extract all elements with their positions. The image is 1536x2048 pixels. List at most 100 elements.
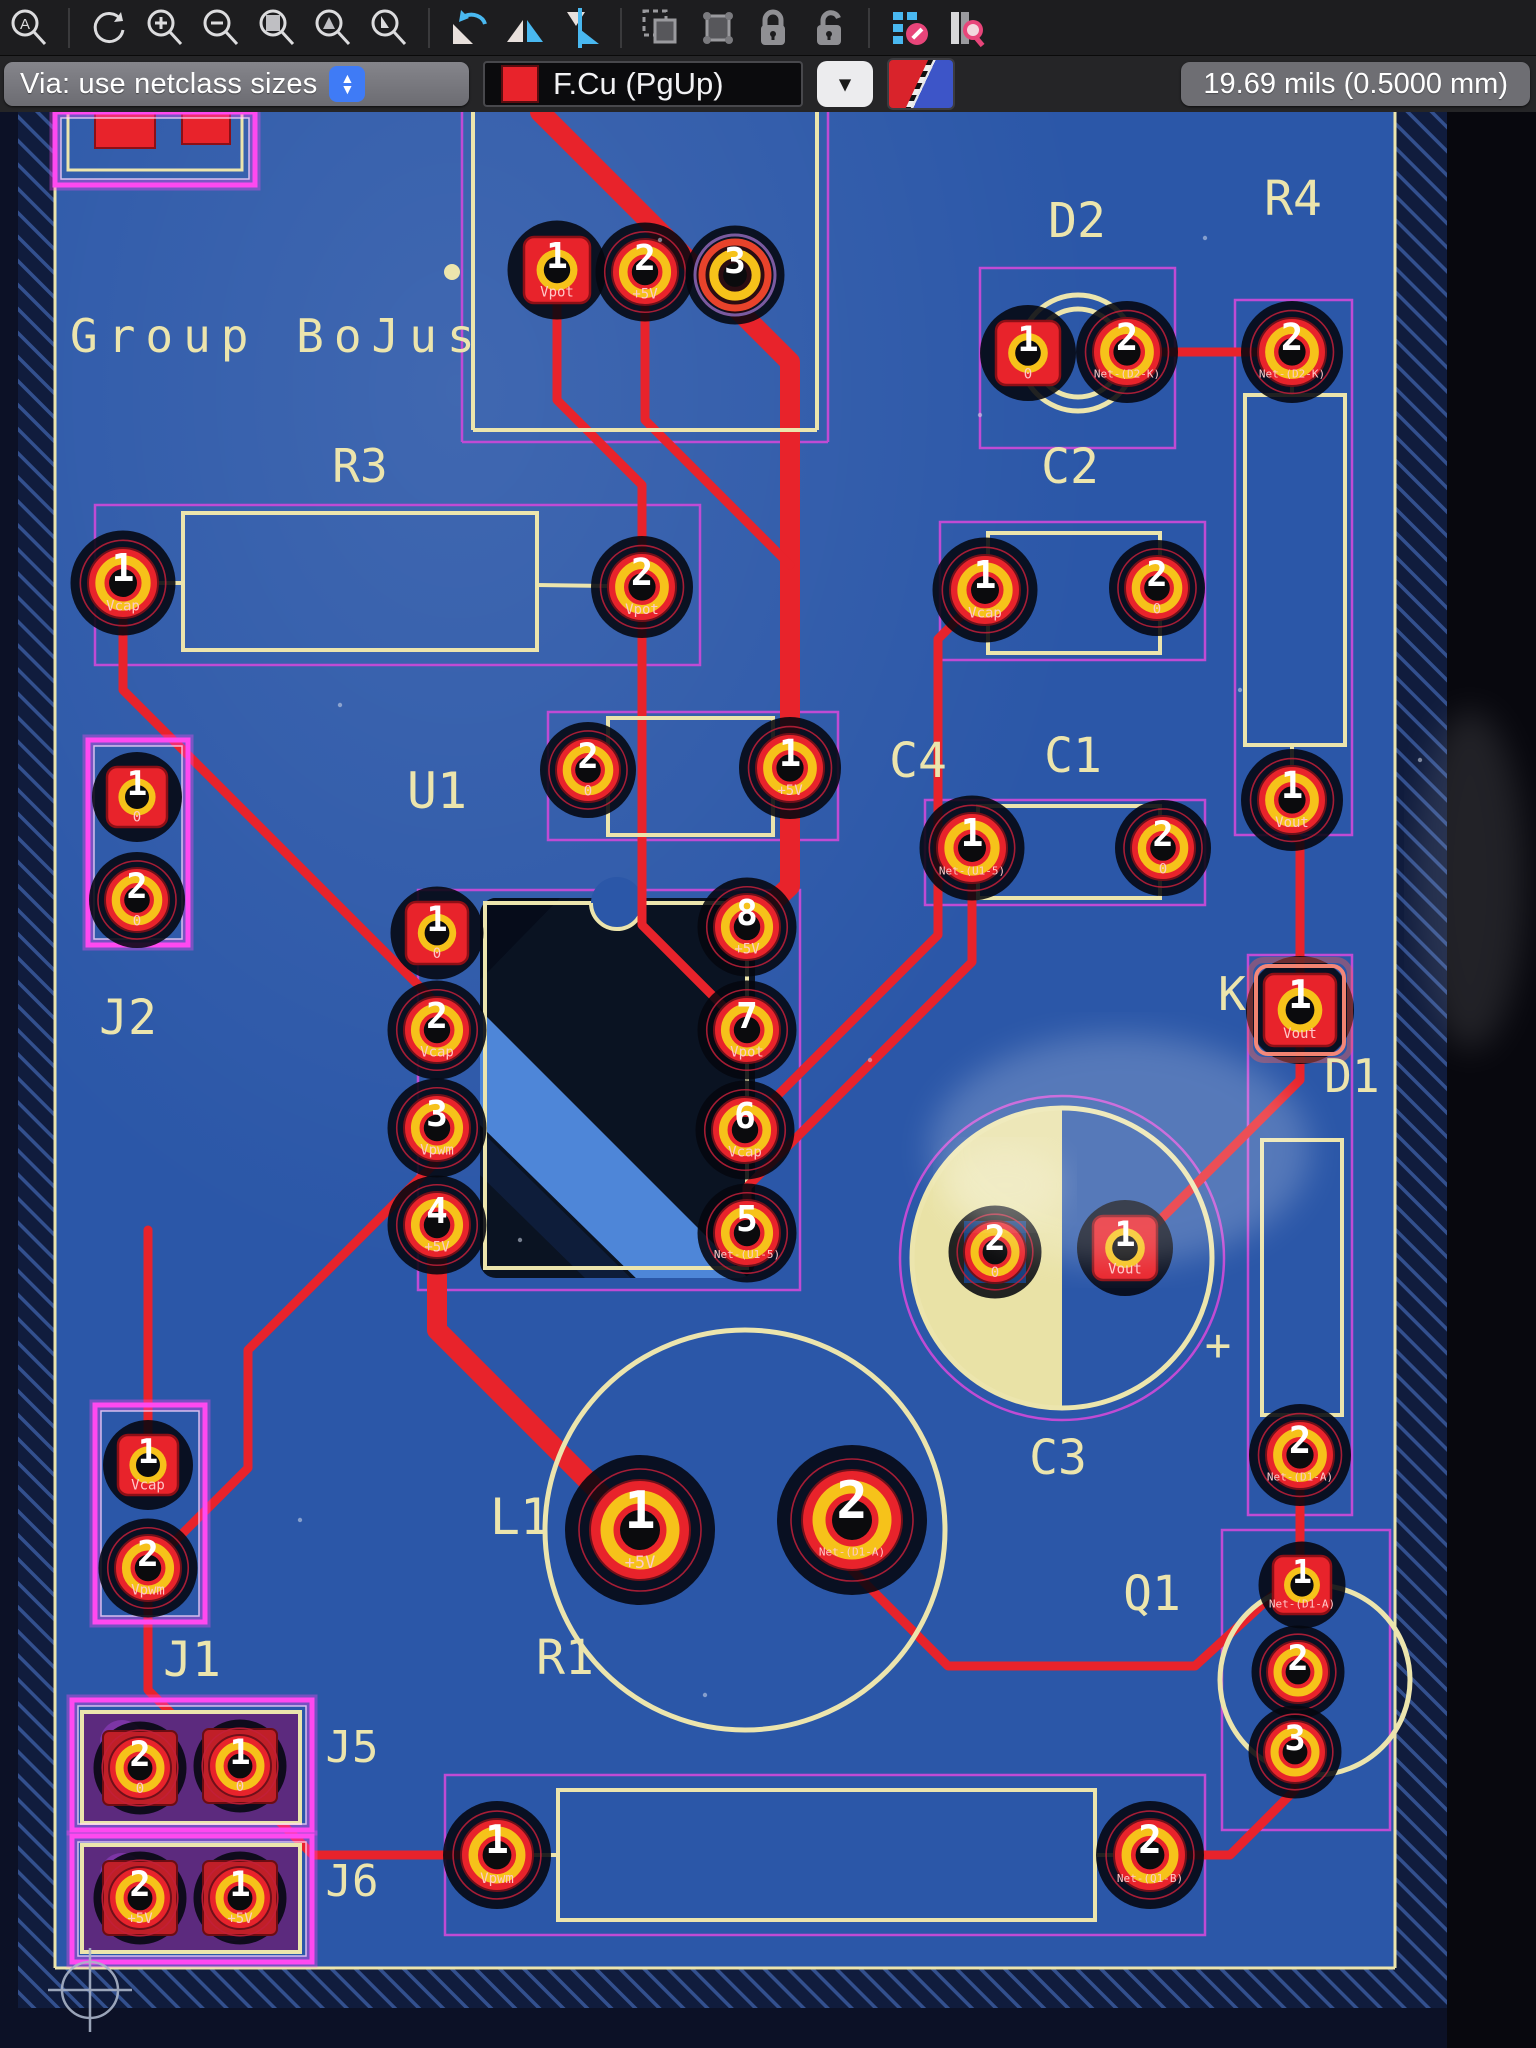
pad-hole <box>227 1753 253 1779</box>
copper-trace[interactable] <box>530 112 800 778</box>
pcb-canvas[interactable]: 1Vpot2+5V3102Net-(D2-K)2Net-(D2-K)1Vout1… <box>0 112 1536 2048</box>
ref-label-D2[interactable]: D2 <box>1048 193 1106 249</box>
ungroup-items-icon[interactable] <box>694 5 740 51</box>
pad-Q1-2[interactable]: 2 <box>1251 1625 1345 1719</box>
ref-label-J6[interactable]: J6 <box>326 1856 379 1907</box>
zoom-in-icon[interactable] <box>142 5 188 51</box>
ref-label-R1[interactable]: R1 <box>536 1630 594 1686</box>
pad-U1-1[interactable]: 10 <box>390 886 484 980</box>
pad-J5-2[interactable]: 20 <box>93 1721 187 1815</box>
pad-C4-2[interactable]: 20 <box>540 722 636 818</box>
copper-trace[interactable] <box>640 301 795 570</box>
pad-L1-1[interactable]: 1+5V <box>565 1455 715 1605</box>
selection-box[interactable] <box>52 112 258 188</box>
search-text-icon[interactable]: A <box>6 5 52 51</box>
pad-annulus <box>615 560 669 614</box>
ref-label-D1[interactable]: D1 <box>1324 1049 1379 1103</box>
pad-RV1-3[interactable]: 3 <box>685 225 785 325</box>
board-title-text[interactable]: Group BoJus <box>70 309 485 363</box>
pad-J6-2[interactable]: 2+5V <box>93 1851 187 1945</box>
ref-label-L1[interactable]: L1 <box>490 1488 550 1546</box>
ref-label-K[interactable]: K <box>1218 967 1246 1021</box>
pad-J6-1[interactable]: 1+5V <box>193 1851 287 1945</box>
pad-annulus <box>763 741 817 795</box>
pad-U1-4[interactable]: 4+5V <box>387 1175 487 1275</box>
zoom-fit-objects-icon[interactable] <box>310 5 356 51</box>
footprint-editor-icon[interactable] <box>886 5 932 51</box>
pad-number: 1 <box>974 553 997 597</box>
flip-vertical-icon[interactable] <box>558 5 604 51</box>
ref-label-J5[interactable]: J5 <box>326 1722 379 1773</box>
pad-J2-1[interactable]: 10 <box>92 752 182 842</box>
rotate-ccw-icon[interactable] <box>446 5 492 51</box>
ref-label-Q1[interactable]: Q1 <box>1123 1566 1181 1622</box>
refresh-view-icon[interactable] <box>86 5 132 51</box>
ref-label-J1[interactable]: J1 <box>163 1632 221 1688</box>
pad-C3-2[interactable]: 20 <box>948 1205 1042 1299</box>
ref-label-C2[interactable]: C2 <box>1041 439 1099 495</box>
u1-notch-fill <box>591 877 643 929</box>
pad-annulus <box>812 1480 892 1560</box>
copper-trace[interactable] <box>143 1156 442 1573</box>
ref-label-R3[interactable]: R3 <box>332 439 387 493</box>
pad-J5-1[interactable]: 10 <box>193 1719 287 1813</box>
selection-box[interactable] <box>69 1697 315 1833</box>
pad-Q1-3[interactable]: 3 <box>1248 1705 1342 1799</box>
layer-selector[interactable]: F.Cu (PgUp) <box>483 61 803 107</box>
pad-C4-1[interactable]: 1+5V <box>739 717 841 819</box>
pad-hole <box>971 576 999 604</box>
unlock-icon[interactable] <box>806 5 852 51</box>
layer-pair-swatch[interactable] <box>887 58 955 110</box>
pad-C1-2[interactable]: 20 <box>1115 800 1211 896</box>
selection-box[interactable] <box>69 1833 315 1965</box>
footprint-browser-icon[interactable] <box>942 5 988 51</box>
ref-label-C4[interactable]: C4 <box>889 733 947 789</box>
stepper-icon[interactable]: ▲▼ <box>329 66 366 102</box>
pad-RV1-2[interactable]: 2+5V <box>595 222 695 322</box>
ref-label-U1[interactable]: U1 <box>407 762 467 820</box>
lock-icon[interactable] <box>750 5 796 51</box>
pad-net-label: Net-(U1-5) <box>714 1248 780 1261</box>
ref-label-R4[interactable]: R4 <box>1264 171 1322 227</box>
layer-dropdown-chevron-icon[interactable]: ▾ <box>817 61 873 107</box>
ref-label-J2[interactable]: J2 <box>99 990 157 1046</box>
ref-label-C1[interactable]: C1 <box>1044 728 1102 784</box>
via-size-dropdown[interactable]: Via: use netclass sizes ▲▼ <box>4 62 469 106</box>
pad-annulus <box>111 874 163 926</box>
flip-horizontal-icon[interactable] <box>502 5 548 51</box>
pad-C2-2[interactable]: 20 <box>1109 540 1205 636</box>
ref-label-C3[interactable]: C3 <box>1029 1430 1087 1486</box>
selection-box[interactable] <box>92 1402 208 1625</box>
copper-trace[interactable] <box>427 1248 650 1543</box>
zoom-fit-page-icon[interactable] <box>254 5 300 51</box>
zoom-out-icon[interactable] <box>198 5 244 51</box>
ref-label-+[interactable]: + <box>1205 1320 1232 1371</box>
pad-D2-1[interactable]: 10 <box>980 305 1076 401</box>
group-items-icon[interactable] <box>638 5 684 51</box>
pad-J2-2[interactable]: 20 <box>89 852 185 948</box>
zoom-selection-icon[interactable] <box>366 5 412 51</box>
pad-U1-8[interactable]: 8+5V <box>697 877 797 977</box>
